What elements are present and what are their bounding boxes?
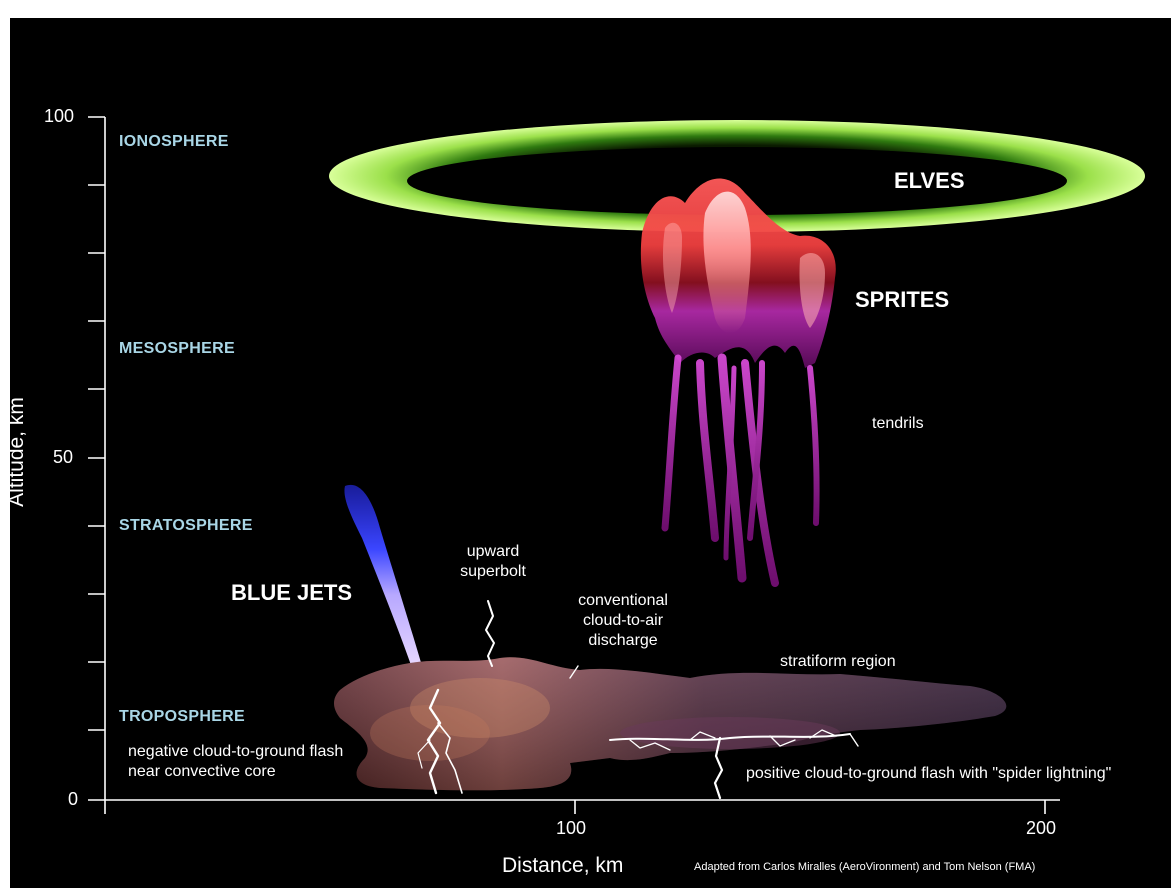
- x-axis: [105, 800, 1060, 814]
- label-positive-cg: positive cloud-to-ground flash with "spi…: [746, 764, 1111, 784]
- x-tick-200: 200: [1026, 818, 1056, 839]
- y-tick-0: 0: [68, 789, 78, 810]
- layer-troposphere: TROPOSPHERE: [119, 708, 245, 726]
- layer-ionosphere: IONOSPHERE: [119, 133, 229, 151]
- x-tick-100: 100: [556, 818, 586, 839]
- blue-jet-shape: [344, 485, 422, 668]
- label-sprites: SPRITES: [855, 287, 949, 313]
- label-blue-jets: BLUE JETS: [231, 580, 352, 606]
- layer-stratosphere: STRATOSPHERE: [119, 517, 253, 535]
- y-axis-title: Altitude, km: [10, 397, 29, 507]
- layer-mesosphere: MESOSPHERE: [119, 340, 235, 358]
- label-elves: ELVES: [894, 168, 965, 194]
- x-axis-title: Distance, km: [502, 854, 623, 878]
- label-negative-cg: negative cloud-to-ground flash near conv…: [128, 742, 362, 782]
- y-tick-50: 50: [53, 447, 73, 468]
- y-axis: [88, 117, 105, 800]
- sprite-tendrils: [665, 358, 817, 583]
- diagram-canvas: 100 50 0 100 200 Altitude, km Distance, …: [10, 18, 1171, 888]
- label-stratiform: stratiform region: [780, 652, 896, 672]
- label-upward-superbolt: upward superbolt: [442, 542, 544, 582]
- label-cloud-to-air: conventional cloud-to-air discharge: [560, 591, 686, 651]
- credit-text: Adapted from Carlos Miralles (AeroVironm…: [694, 861, 1035, 873]
- label-tendrils: tendrils: [872, 414, 924, 434]
- y-tick-100: 100: [44, 106, 74, 127]
